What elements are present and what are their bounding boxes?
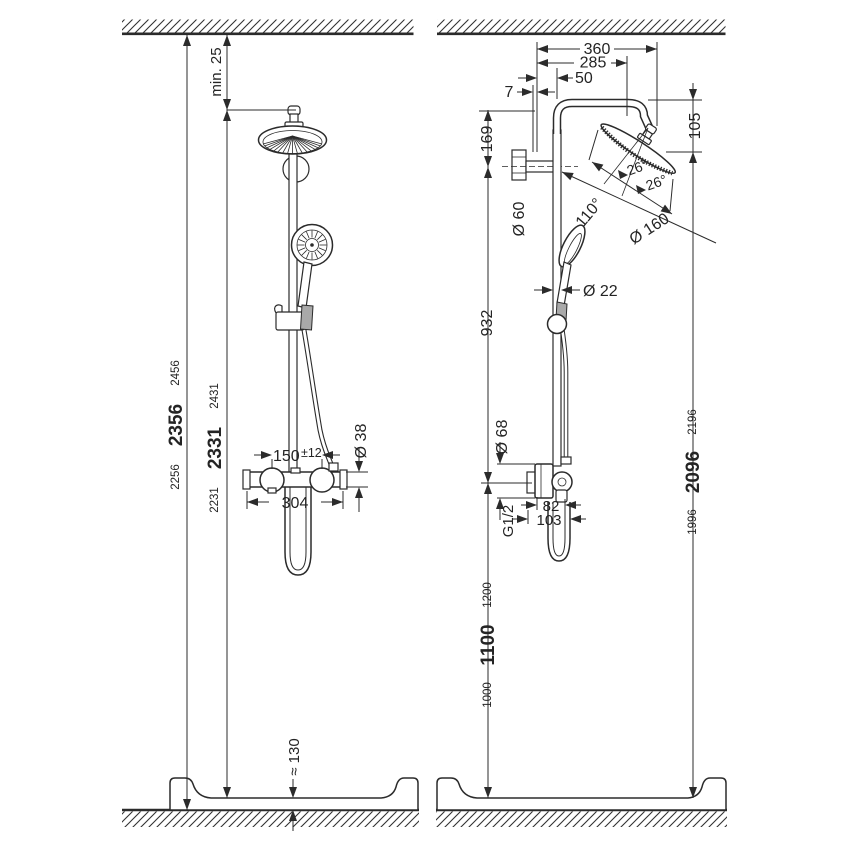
svg-text:2356: 2356 [166,404,187,446]
svg-text:2231: 2231 [209,487,221,513]
dim-tilt-up: 26° [625,156,650,178]
valve-outlet [555,489,568,503]
hand-shower-handle [297,261,313,309]
dim-valve-width: 304 [282,495,309,512]
front-view-fixture [242,105,348,576]
svg-text:1000: 1000 [482,682,494,708]
hand-shower-spray-pattern [297,230,327,260]
hand-shower-front [290,223,334,309]
ceiling-hatch-right [437,19,726,36]
spray-face-pattern [262,135,323,154]
svg-text:2431: 2431 [209,383,221,409]
dim-wall-gap: 7 [505,84,514,101]
front-view-dimensions: min. 25 2256 2356 2456 2231 2331 2431 15… [166,35,370,831]
svg-text:1200: 1200 [482,582,494,608]
dim-valve-pipe-dia: Ø 38 [353,424,370,459]
dim-valve-body-dia: Ø 68 [494,420,511,455]
svg-text:2256: 2256 [170,464,182,490]
svg-text:1996: 1996 [687,509,699,535]
shower-hose-front [302,329,334,468]
dim-bracket-drop: 169 [479,126,496,153]
dim-head-dia: Ø 160 [627,210,673,248]
dim-ceiling-gap: min. 25 [208,47,225,96]
hose-connector [299,304,314,331]
overhead-shower-front [257,125,328,155]
dim-escutcheon-dia: Ø 60 [511,202,528,237]
dim-valve-spacing: 150 [273,448,300,465]
dim-offset-50: 50 [575,70,593,87]
dim-riser-length: 932 [479,310,496,337]
svg-text:2196: 2196 [687,409,699,435]
dim-thread: G1/2 [500,505,517,538]
dim-tilt-down: 26° [644,171,669,193]
dim-head-depth: 105 [687,113,704,140]
dim-valve-height: 1000 1100 1200 [478,582,499,708]
dim-valve-total-depth: 103 [536,512,561,529]
slider-knob-side [546,313,568,335]
ceiling-hatch-left [122,19,414,36]
dim-head-total-height: 1996 2096 2196 [683,409,704,535]
dim-tray-height: ≈ 130 [286,738,303,775]
volume-knob [309,467,335,493]
slider-hook [274,304,283,314]
hose-fitting-side [560,456,572,465]
valve-knob-side [551,471,573,493]
wall-bracket-plate [511,149,527,181]
slider-bracket [275,311,305,331]
svg-text:2096: 2096 [683,451,704,493]
dim-head-center-reach: 285 [580,55,607,72]
hose-fitting [328,462,339,472]
shower-tray-front-view [169,777,419,811]
floor-hatch-left [122,808,419,827]
dim-height-inner: 2231 2331 2431 [205,383,226,513]
hose-loop-side [552,502,566,557]
shower-tray-side-view [436,777,727,811]
side-view-dimensions: 360 285 50 7 169 932 1000 1100 1200 [478,41,717,798]
shower-arm [554,100,652,134]
thermostat-valve-side [526,463,573,503]
svg-text:2456: 2456 [170,360,182,386]
dim-height-outer: 2256 2356 2456 [166,360,187,490]
dim-valve-depth: 82 [543,498,560,515]
hose-loop-front [289,487,307,571]
dim-valve-spacing-tol: ±12 [301,446,322,460]
side-view-fixture [502,85,677,562]
dim-arm-reach: 360 [584,41,611,58]
thermostat-valve-front [242,462,348,494]
dim-pipe-dia: Ø 22 [583,283,618,300]
floor-hatch-right [436,808,727,827]
svg-text:1100: 1100 [478,624,499,665]
svg-text:2331: 2331 [205,426,226,469]
